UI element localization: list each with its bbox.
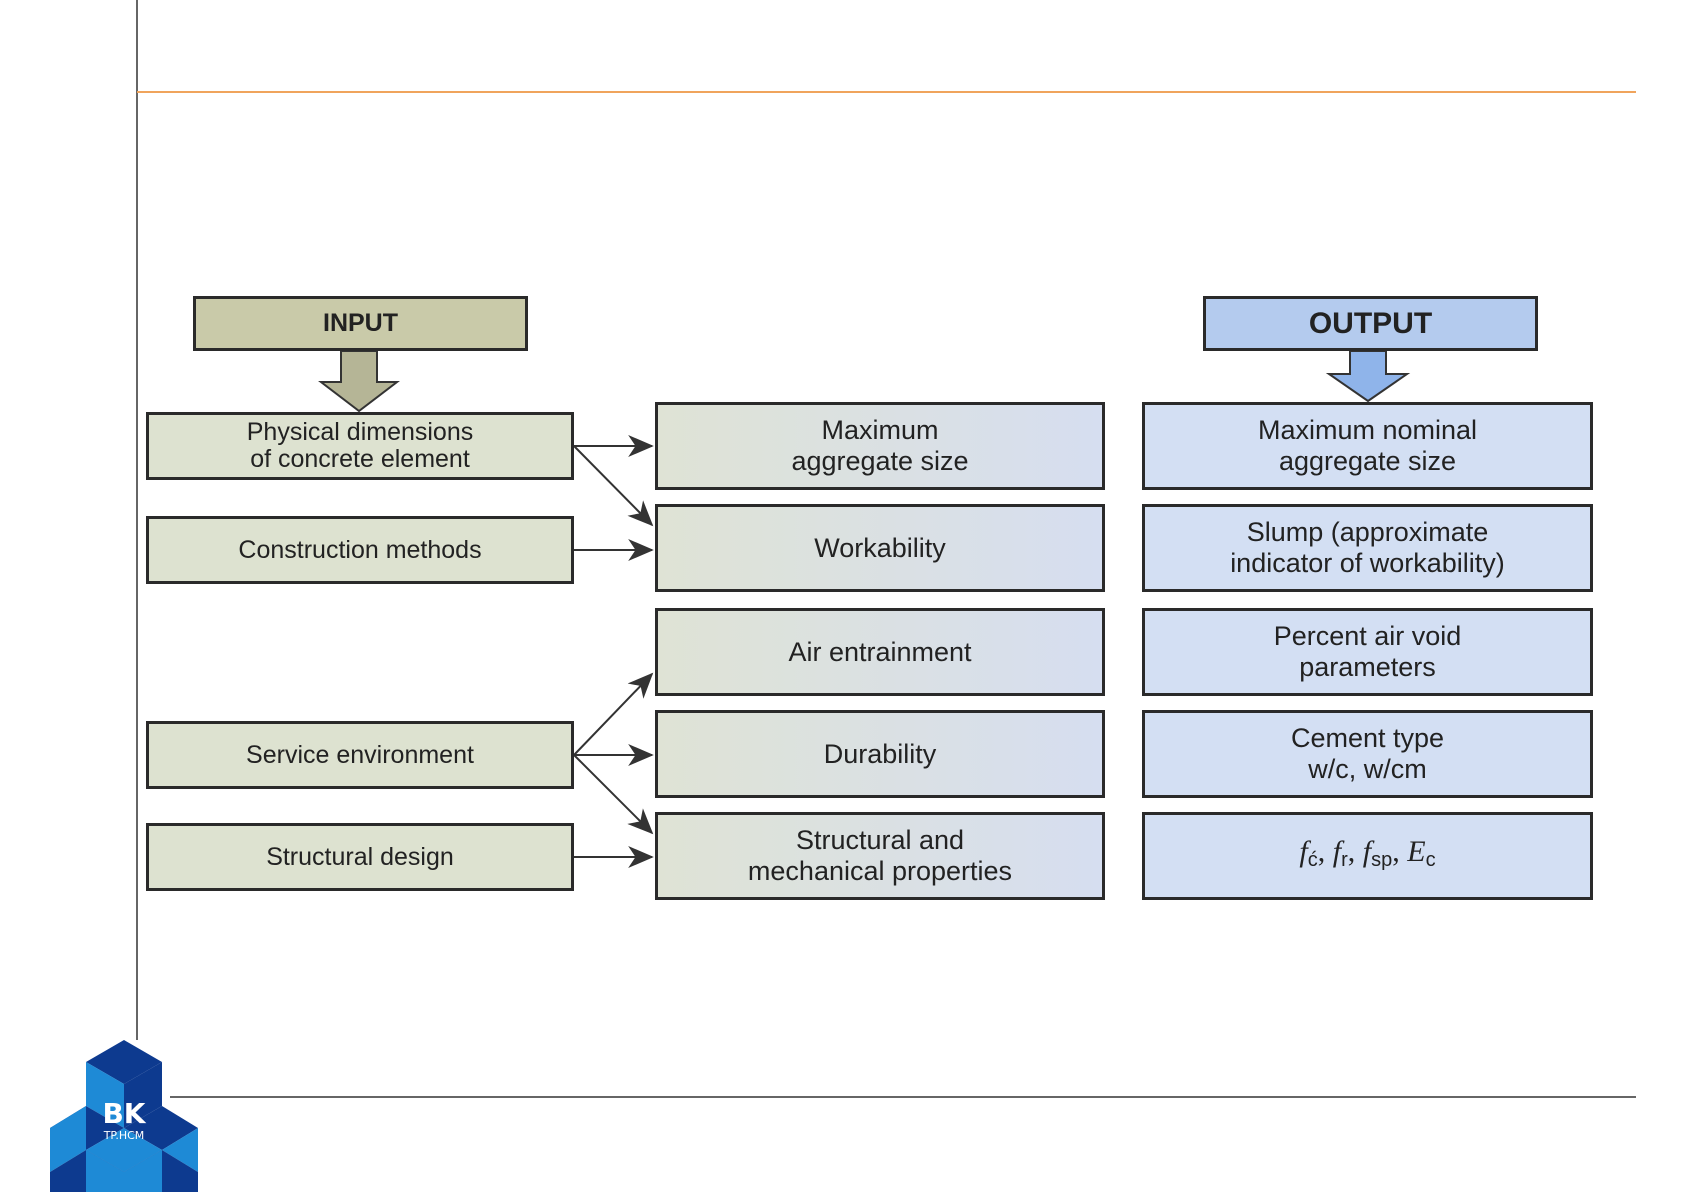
input-box-physical-dimensions: Physical dimensions of concrete element bbox=[146, 412, 574, 480]
bk-logo bbox=[50, 1040, 198, 1192]
factor-box-label: Maximum aggregate size bbox=[791, 415, 969, 476]
input-box-construction-methods: Construction methods bbox=[146, 516, 574, 584]
output-box-slump: Slump (approximate indicator of workabil… bbox=[1142, 504, 1593, 592]
factor-box-label: Structural and mechanical properties bbox=[747, 825, 1013, 886]
input-box-label: Service environment bbox=[246, 740, 474, 769]
input-box-service-environment: Service environment bbox=[146, 721, 574, 789]
output-box-nominal-aggregate-size: Maximum nominal aggregate size bbox=[1142, 402, 1593, 490]
output-down-arrow bbox=[1325, 350, 1411, 403]
logo-sub-text: TP.HCM bbox=[103, 1129, 145, 1142]
output-box-strength-properties: fć, fr, fsp, Ec bbox=[1142, 812, 1593, 900]
factor-box-durability: Durability bbox=[655, 710, 1105, 798]
logo-main-text: BK bbox=[102, 1097, 146, 1130]
output-box-label: Percent air void parameters bbox=[1273, 621, 1462, 682]
factor-box-maximum-aggregate-size: Maximum aggregate size bbox=[655, 402, 1105, 490]
factor-box-label: Workability bbox=[814, 532, 946, 563]
output-box-label: Cement type w/c, w/cm bbox=[1290, 723, 1445, 784]
input-box-structural-design: Structural design bbox=[146, 823, 574, 891]
output-header: OUTPUT bbox=[1203, 296, 1538, 351]
output-box-label: Slump (approximate indicator of workabil… bbox=[1230, 517, 1505, 578]
factor-box-workability: Workability bbox=[655, 504, 1105, 592]
input-header: INPUT bbox=[193, 296, 528, 351]
arrow-service-to-air bbox=[573, 672, 654, 756]
strength-formula: fć, fr, fsp, Ec bbox=[1299, 835, 1436, 871]
output-box-cement-type: Cement type w/c, w/cm bbox=[1142, 710, 1593, 798]
input-box-label: Construction methods bbox=[238, 535, 482, 564]
factor-box-label: Durability bbox=[823, 738, 937, 769]
factor-box-air-entrainment: Air entrainment bbox=[655, 608, 1105, 696]
arrow-physical-to-workability bbox=[573, 445, 654, 527]
input-down-arrow bbox=[318, 350, 400, 413]
arrow-service-to-structural bbox=[573, 754, 654, 835]
factor-box-structural-mechanical: Structural and mechanical properties bbox=[655, 812, 1105, 900]
factor-box-label: Air entrainment bbox=[788, 636, 972, 667]
input-box-label: Physical dimensions of concrete element bbox=[246, 418, 474, 473]
output-box-air-void-parameters: Percent air void parameters bbox=[1142, 608, 1593, 696]
input-box-label: Structural design bbox=[266, 842, 454, 871]
output-box-label: Maximum nominal aggregate size bbox=[1257, 415, 1478, 476]
